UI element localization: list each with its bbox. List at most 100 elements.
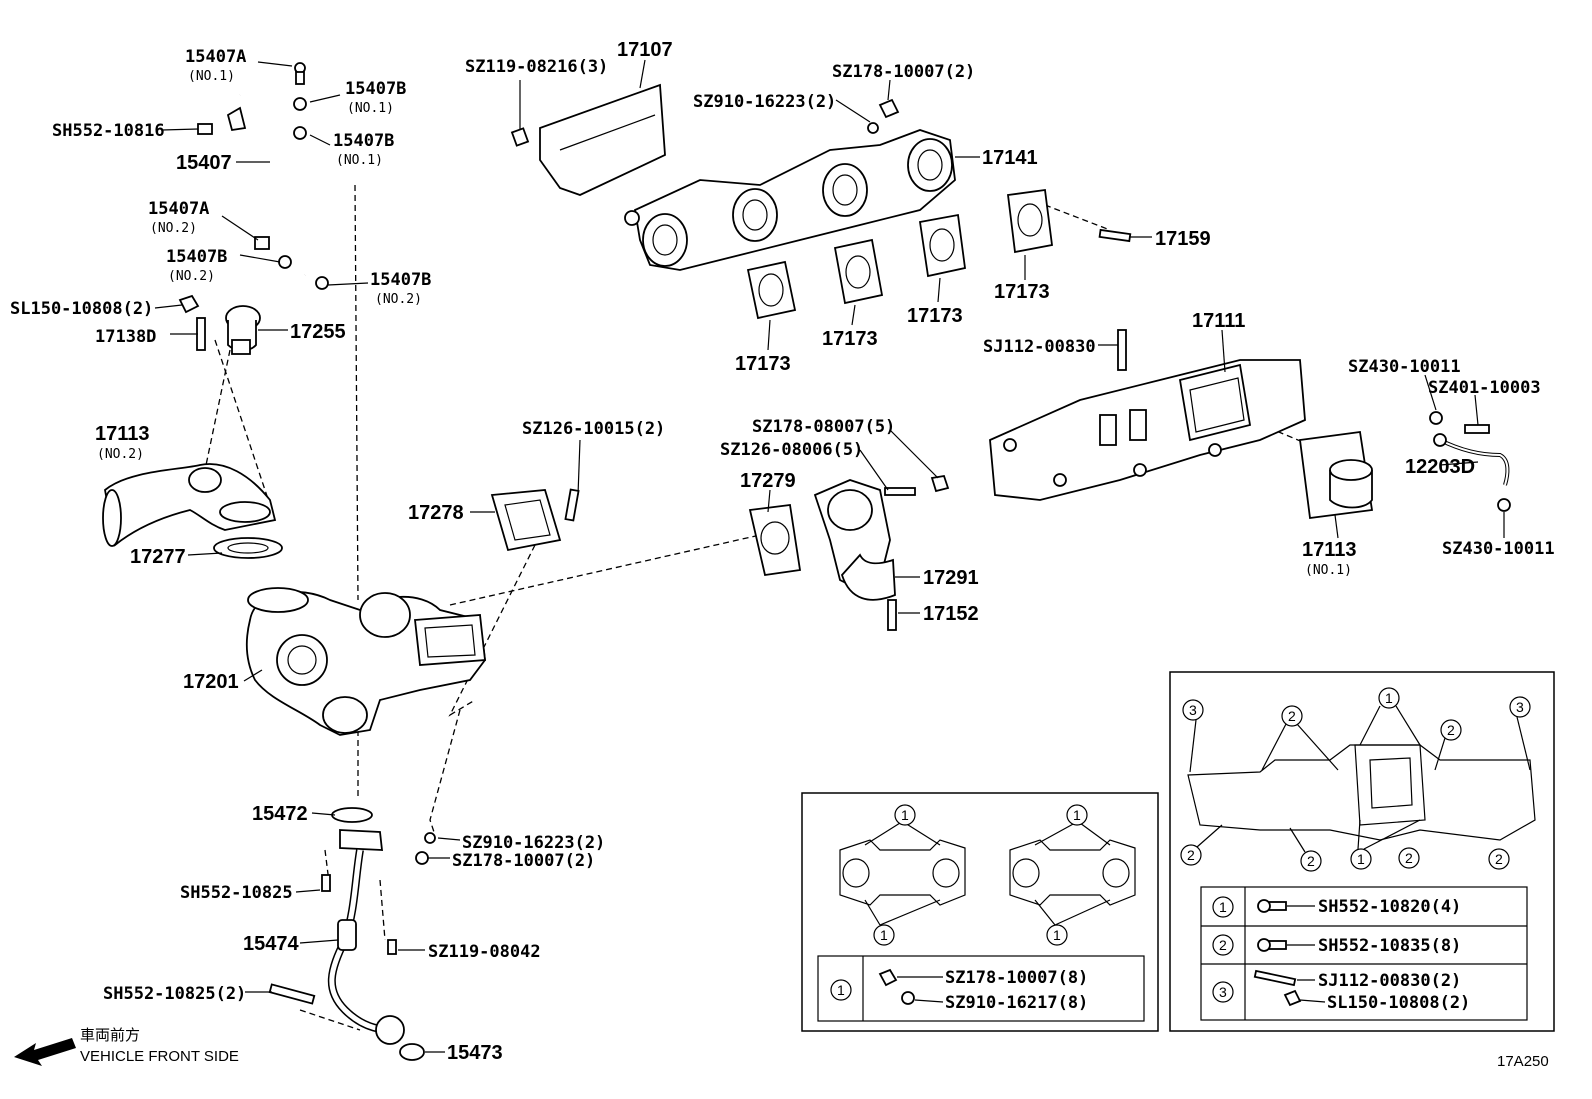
label-17201: 17201 [183, 671, 239, 693]
legend-left-item-b: SZ910-16217(8) [945, 993, 1088, 1013]
svg-text:1: 1 [1219, 899, 1227, 915]
label-17277: 17277 [130, 546, 186, 568]
label-sz119-08042: SZ119-08042 [428, 942, 541, 962]
label-15473: 15473 [447, 1042, 503, 1064]
stud-17138D [178, 294, 206, 351]
label-17159: 17159 [1155, 228, 1211, 250]
label-15407B-no1b: 15407B [333, 131, 394, 151]
label-15472: 15472 [252, 803, 308, 825]
label-17173-b: 17173 [822, 328, 878, 350]
svg-text:(NO.1): (NO.1) [1305, 563, 1352, 578]
svg-text:2: 2 [1405, 850, 1413, 866]
label-sl150-10808: SL150-10808(2) [10, 299, 153, 319]
svg-text:(NO.1): (NO.1) [347, 101, 394, 116]
svg-text:2: 2 [1495, 851, 1503, 867]
svg-text:(NO.2): (NO.2) [168, 269, 215, 284]
label-sz401-10003: SZ401-10003 [1428, 378, 1541, 398]
legend-left-row-num: 1 [837, 982, 845, 998]
leader-lines [154, 59, 1505, 1053]
label-sj112-00830: SJ112-00830 [983, 337, 1096, 357]
legend-gasket-b: 1 1 [1009, 804, 1136, 946]
flange-17113-no1 [1298, 430, 1374, 520]
svg-text:2: 2 [1447, 722, 1455, 738]
elbow-17291 [813, 474, 950, 631]
vehicle-front-indicator: 車両前方 VEHICLE FRONT SIDE [14, 1027, 239, 1066]
label-sz126-10015: SZ126-10015(2) [522, 419, 665, 439]
elbow-17113-no2 [102, 463, 277, 547]
label-17278: 17278 [408, 502, 464, 524]
label-sh552-10825: SH552-10825 [180, 883, 293, 903]
gasket-17277 [213, 537, 283, 559]
svg-text:1: 1 [880, 927, 888, 943]
manifold-17111 [989, 329, 1306, 501]
svg-text:(NO.1): (NO.1) [336, 153, 383, 168]
front-label-en: VEHICLE FRONT SIDE [80, 1048, 239, 1065]
svg-text:1: 1 [1385, 690, 1393, 706]
svg-text:(NO.2): (NO.2) [97, 447, 144, 462]
part-labels: 15407A (NO.1) 15407B (NO.1) 15407B (NO.1… [10, 39, 1555, 1064]
part-17255 [225, 305, 261, 355]
label-17173-a: 17173 [735, 353, 791, 375]
label-sz178-08007: SZ178-08007(5) [752, 417, 895, 437]
svg-text:1: 1 [1053, 927, 1061, 943]
gasket-17278 [490, 488, 580, 552]
sensor-12203D [1429, 411, 1511, 512]
svg-text:3: 3 [1189, 702, 1197, 718]
label-15407A-no1: 15407A [185, 47, 246, 67]
label-sz910-16223-b: SZ910-16223(2) [462, 833, 605, 853]
label-sz126-08006: SZ126-08006(5) [720, 440, 863, 460]
legend-box-right: 3 2 1 2 3 2 2 1 2 2 1 2 3 [1169, 671, 1555, 1032]
heat-insulator-17107 [510, 83, 666, 196]
legend-box-left: 1 1 1 1 1 SZ178-10007(8) SZ910-16217(8) [801, 792, 1159, 1032]
label-17152: 17152 [923, 603, 979, 625]
label-sz430-10011-b: SZ430-10011 [1442, 539, 1555, 559]
label-15407B-no2b: 15407B [370, 270, 431, 290]
svg-text:(NO.2): (NO.2) [150, 221, 197, 236]
label-17291: 17291 [923, 567, 979, 589]
svg-text:3: 3 [1516, 699, 1524, 715]
legend-right-row3b: SL150-10808(2) [1327, 993, 1470, 1013]
label-sz910-16223-a: SZ910-16223(2) [693, 92, 836, 112]
label-sz178-10007-b: SZ178-10007(2) [452, 851, 595, 871]
label-sh552-10816: SH552-10816 [52, 121, 165, 141]
label-17107: 17107 [617, 39, 673, 61]
exhaust-manifold-17141 [624, 98, 956, 271]
label-17173-d: 17173 [994, 281, 1050, 303]
legend-left-item-a: SZ178-10007(8) [945, 968, 1088, 988]
label-15407A-no2: 15407A [148, 199, 209, 219]
label-sz178-10007-a: SZ178-10007(2) [832, 62, 975, 82]
legend-right-row2: SH552-10835(8) [1318, 936, 1461, 956]
label-15407B-no1a: 15407B [345, 79, 406, 99]
svg-text:1: 1 [1357, 851, 1365, 867]
label-sh552-10825-2: SH552-10825(2) [103, 984, 246, 1004]
label-17173-c: 17173 [907, 305, 963, 327]
svg-text:2: 2 [1187, 847, 1195, 863]
gaskets-17173 [746, 188, 1132, 320]
diagram-code: 17A250 [1497, 1053, 1549, 1070]
label-15407B-no2a: 15407B [166, 247, 227, 267]
front-label-jp: 車両前方 [80, 1027, 140, 1044]
label-17141: 17141 [982, 147, 1038, 169]
label-17111: 17111 [1192, 310, 1245, 332]
svg-text:1: 1 [1073, 807, 1081, 823]
assembly-lines [204, 184, 1311, 1031]
gasket-15472 [331, 807, 373, 823]
turbocharger-17201 [245, 587, 486, 736]
pipe-15474 [268, 829, 436, 1061]
label-15474: 15474 [243, 933, 299, 955]
label-17279: 17279 [740, 470, 796, 492]
svg-text:1: 1 [901, 807, 909, 823]
label-12203D: 12203D [1405, 456, 1475, 478]
svg-text:(NO.2): (NO.2) [375, 292, 422, 307]
front-arrow-icon [14, 1038, 76, 1066]
svg-text:(NO.1): (NO.1) [188, 69, 235, 84]
svg-text:2: 2 [1307, 853, 1315, 869]
label-17113-no2: 17113 [95, 423, 150, 445]
label-17255: 17255 [290, 321, 346, 343]
legend-right-callouts: 3 2 1 2 3 2 2 1 2 2 [1180, 687, 1531, 872]
svg-text:2: 2 [1288, 708, 1296, 724]
legend-right-row1: SH552-10820(4) [1318, 897, 1461, 917]
label-17113-no1: 17113 [1302, 539, 1357, 561]
